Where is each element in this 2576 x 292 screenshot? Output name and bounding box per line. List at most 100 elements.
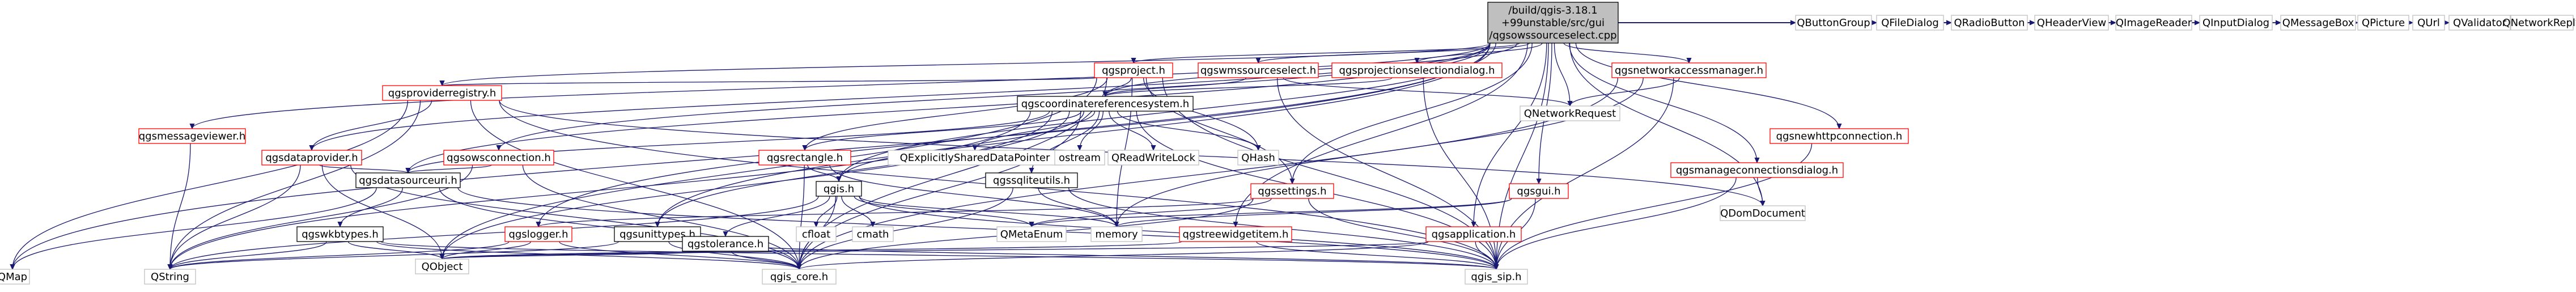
node-QPicture: QPicture xyxy=(2357,15,2409,31)
edge-qgssettings-to-QMetaEnum xyxy=(1032,198,1272,227)
node-qgswkbtypes[interactable]: qgswkbtypes.h xyxy=(296,226,384,242)
node-qgsproject[interactable]: qgsproject.h xyxy=(1094,62,1173,78)
edge-qgis-to-cmath xyxy=(841,196,873,227)
node-qgsdatasourceuri[interactable]: qgsdatasourceuri.h xyxy=(355,172,461,188)
node-QNetworkReply: QNetworkReply xyxy=(2502,15,2576,31)
node-QMap: QMap xyxy=(0,269,30,285)
edge-qgsnetworkaccessmanager-to-QNetworkRequest xyxy=(1570,77,1680,106)
edge-qgsdatasourceuri-to-QMap xyxy=(12,187,377,269)
node-label-cmath: cmath xyxy=(857,228,889,240)
node-box-QHeaderView xyxy=(2034,15,2109,31)
edge-qgsapplication-to-qgis_sip xyxy=(1475,241,1496,269)
node-label-qgsgui: qgsgui.h xyxy=(1517,185,1560,197)
node-qgsnewhttpconnection[interactable]: qgsnewhttpconnection.h xyxy=(1769,128,1909,144)
node-qgsrectangle[interactable]: qgsrectangle.h xyxy=(758,150,851,166)
node-qgssettings[interactable]: qgssettings.h xyxy=(1250,183,1334,199)
edge-qgscoordinatereferencesystem-to-QExplicitlySharedDataPointer xyxy=(975,111,1096,150)
node-qgsprojectionselectiondialog[interactable]: qgsprojectionselectiondialog.h xyxy=(1331,62,1503,78)
node-QString: QString xyxy=(144,269,196,285)
node-qgsnetworkaccessmanager[interactable]: qgsnetworkaccessmanager.h xyxy=(1611,62,1767,78)
node-label-QNetworkReply: QNetworkReply xyxy=(2502,17,2576,29)
node-box-root xyxy=(1487,2,1619,44)
node-QMetaEnum: QMetaEnum xyxy=(996,226,1067,242)
node-QHeaderView: QHeaderView xyxy=(2034,15,2109,31)
node-QHash: QHash xyxy=(1237,150,1279,166)
edge-root-to-qgsunittypes xyxy=(657,43,1491,227)
node-qgstolerance[interactable]: qgstolerance.h xyxy=(682,236,769,252)
edge-qgsgui-to-QMetaEnum xyxy=(1032,198,1512,227)
node-label-qgsmanageconnectionsdialog: qgsmanageconnectionsdialog.h xyxy=(1676,164,1838,176)
node-box-qgsgui xyxy=(1509,183,1569,199)
edge-qgsproviderregistry-to-QMap xyxy=(12,100,409,269)
node-label-qgssettings: qgssettings.h xyxy=(1258,185,1326,197)
node-qgslogger[interactable]: qgslogger.h xyxy=(504,226,572,242)
edge-qgsproject-to-qgsrectangle xyxy=(805,77,1108,150)
node-box-QHash xyxy=(1237,150,1279,166)
node-qgssqliteutils[interactable]: qgssqliteutils.h xyxy=(985,172,1078,188)
edge-qgsproject-to-qgsproviderregistry xyxy=(442,77,1097,86)
node-box-qgslogger xyxy=(504,226,572,242)
node-label-QPicture: QPicture xyxy=(2362,17,2405,29)
node-box-qgsnetworkaccessmanager xyxy=(1611,62,1767,78)
node-label-QFileDialog: QFileDialog xyxy=(1881,17,1939,29)
edge-qgsproject-to-QObject xyxy=(442,77,1097,259)
node-label-qgslogger: qgslogger.h xyxy=(508,228,568,240)
edge-qgslogger-to-qgis_core xyxy=(559,241,799,269)
node-box-qgswmssourceselect xyxy=(1198,62,1319,78)
edge-root-to-qgsmanageconnectionsdialog xyxy=(1569,43,1757,163)
edge-qgsproviderregistry-to-qgis_core xyxy=(470,100,799,269)
node-label-qgscoordinatereferencesystem: qgscoordinatereferencesystem.h xyxy=(1021,98,1189,110)
node-QNetworkRequest: QNetworkRequest xyxy=(1520,105,1620,121)
edge-qgslogger-to-QObject xyxy=(442,241,532,259)
node-box-qgsproject xyxy=(1094,62,1173,78)
node-qgsapplication[interactable]: qgsapplication.h xyxy=(1425,226,1522,242)
edge-qgsdatasourceuri-to-qgswkbtypes xyxy=(340,187,404,227)
node-box-QInputDialog xyxy=(2199,15,2273,31)
node-box-qgsdatasourceuri xyxy=(355,172,461,188)
edge-qgswmssourceselect-to-QNetworkRequest xyxy=(1283,77,1570,106)
node-box-QPicture xyxy=(2357,15,2409,31)
node-QUrl: QUrl xyxy=(2412,15,2445,31)
node-root[interactable]: /build/qgis-3.18.1+99unstable/src/gui/qg… xyxy=(1487,2,1619,44)
node-box-qgsapplication xyxy=(1425,226,1522,242)
edge-qgscoordinatereferencesystem-to-ostream xyxy=(1080,111,1104,150)
node-box-QString xyxy=(144,269,196,285)
edge-qgsdatasourceuri-to-qgis_sip xyxy=(457,187,1496,269)
node-box-QUrl xyxy=(2412,15,2445,31)
edge-qgsproject-to-QHash xyxy=(1143,77,1258,150)
node-qgswmssourceselect[interactable]: qgswmssourceselect.h xyxy=(1198,62,1319,78)
node-qgstreewidgetitem[interactable]: qgstreewidgetitem.h xyxy=(1179,226,1292,242)
edge-qgis-to-qgis_sip xyxy=(859,196,1496,269)
node-label-qgsproject: qgsproject.h xyxy=(1102,65,1165,77)
node-qgsgui[interactable]: qgsgui.h xyxy=(1509,183,1569,199)
node-qgsowsconnection[interactable]: qgsowsconnection.h xyxy=(443,150,554,166)
node-box-qgstreewidgetitem xyxy=(1179,226,1292,242)
node-box-qgswkbtypes xyxy=(296,226,384,242)
node-qgscoordinatereferencesystem[interactable]: qgscoordinatereferencesystem.h xyxy=(1017,96,1194,112)
edge-qgsowsconnection-to-qgis_core xyxy=(522,164,799,269)
node-qgsmanageconnectionsdialog[interactable]: qgsmanageconnectionsdialog.h xyxy=(1670,162,1844,178)
edge-qgsapplication-to-QObject xyxy=(442,241,1429,259)
node-QDomDocument: QDomDocument xyxy=(1720,205,1806,221)
node-qgsmessageviewer[interactable]: qgsmessageviewer.h xyxy=(138,128,246,144)
edge-qgsprojectionselectiondialog-to-qgscoordinatereferencesystem xyxy=(1105,77,1393,96)
edge-qgsproviderregistry-to-qgsdataprovider xyxy=(312,100,432,150)
node-qgsproviderregistry[interactable]: qgsproviderregistry.h xyxy=(382,85,502,101)
node-QValidator: QValidator xyxy=(2448,15,2511,31)
node-cmath: cmath xyxy=(852,226,894,242)
node-label-qgsproviderregistry: qgsproviderregistry.h xyxy=(388,87,496,99)
node-QButtonGroup: QButtonGroup xyxy=(1795,15,1872,31)
node-box-memory xyxy=(1090,226,1143,242)
edge-root-to-qgsowsconnection xyxy=(499,43,1491,150)
node-box-qgsmanageconnectionsdialog xyxy=(1670,162,1844,178)
node-label-qgis_sip: qgis_sip.h xyxy=(1471,271,1521,283)
edge-root-to-qgsapplication xyxy=(1474,43,1547,227)
edge-qgssqliteutils-to-memory xyxy=(1038,187,1117,227)
node-box-cfloat xyxy=(796,226,837,242)
node-label-QDomDocument: QDomDocument xyxy=(1720,208,1805,219)
node-qgis[interactable]: qgis.h xyxy=(816,181,862,197)
node-qgsdataprovider[interactable]: qgsdataprovider.h xyxy=(261,150,362,166)
node-box-QMessageBox xyxy=(2280,15,2356,31)
node-label-QObject: QObject xyxy=(422,261,463,273)
edge-qgscoordinatereferencesystem-to-QReadWriteLock xyxy=(1109,111,1153,150)
